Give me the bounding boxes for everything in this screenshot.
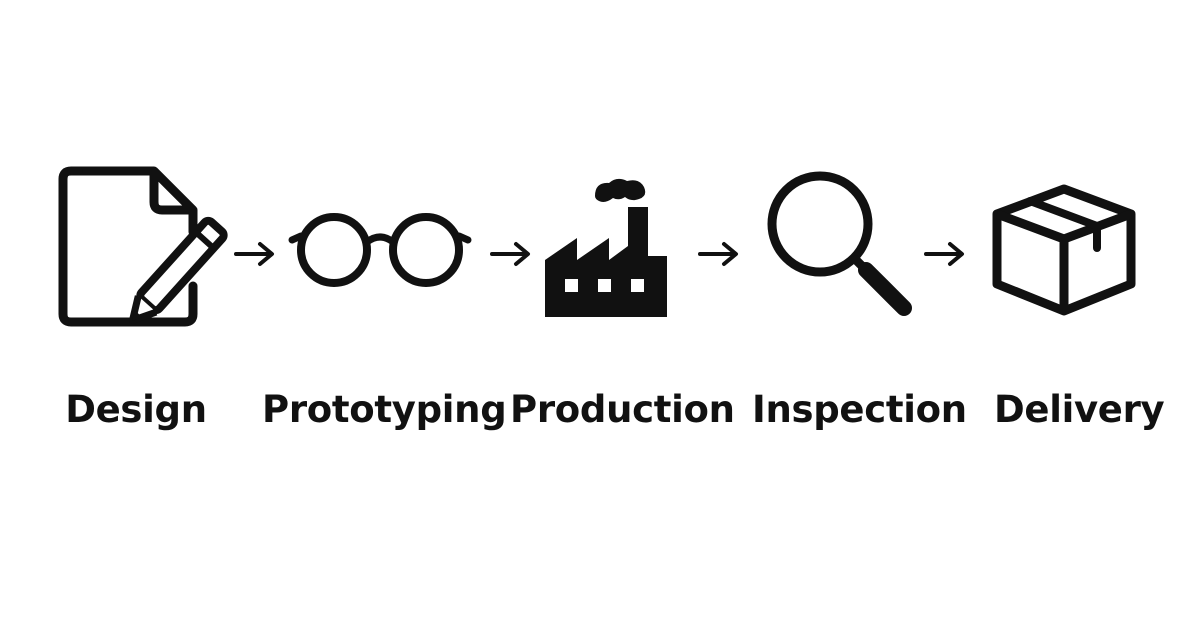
- document-pencil-icon: [58, 166, 233, 331]
- step-label-delivery: Delivery: [994, 388, 1165, 431]
- step-label-inspection: Inspection: [752, 388, 967, 431]
- glasses-icon: [288, 212, 472, 292]
- arrow-right-icon: [924, 241, 966, 267]
- factory-icon: [543, 174, 669, 319]
- step-label-production: Production: [510, 388, 735, 431]
- magnifier-icon: [766, 170, 916, 320]
- arrow-right-icon: [698, 241, 740, 267]
- arrow-right-icon: [234, 241, 276, 267]
- box-icon: [992, 184, 1138, 316]
- step-label-prototyping: Prototyping: [262, 388, 507, 431]
- arrow-right-icon: [490, 241, 532, 267]
- step-label-design: Design: [65, 388, 207, 431]
